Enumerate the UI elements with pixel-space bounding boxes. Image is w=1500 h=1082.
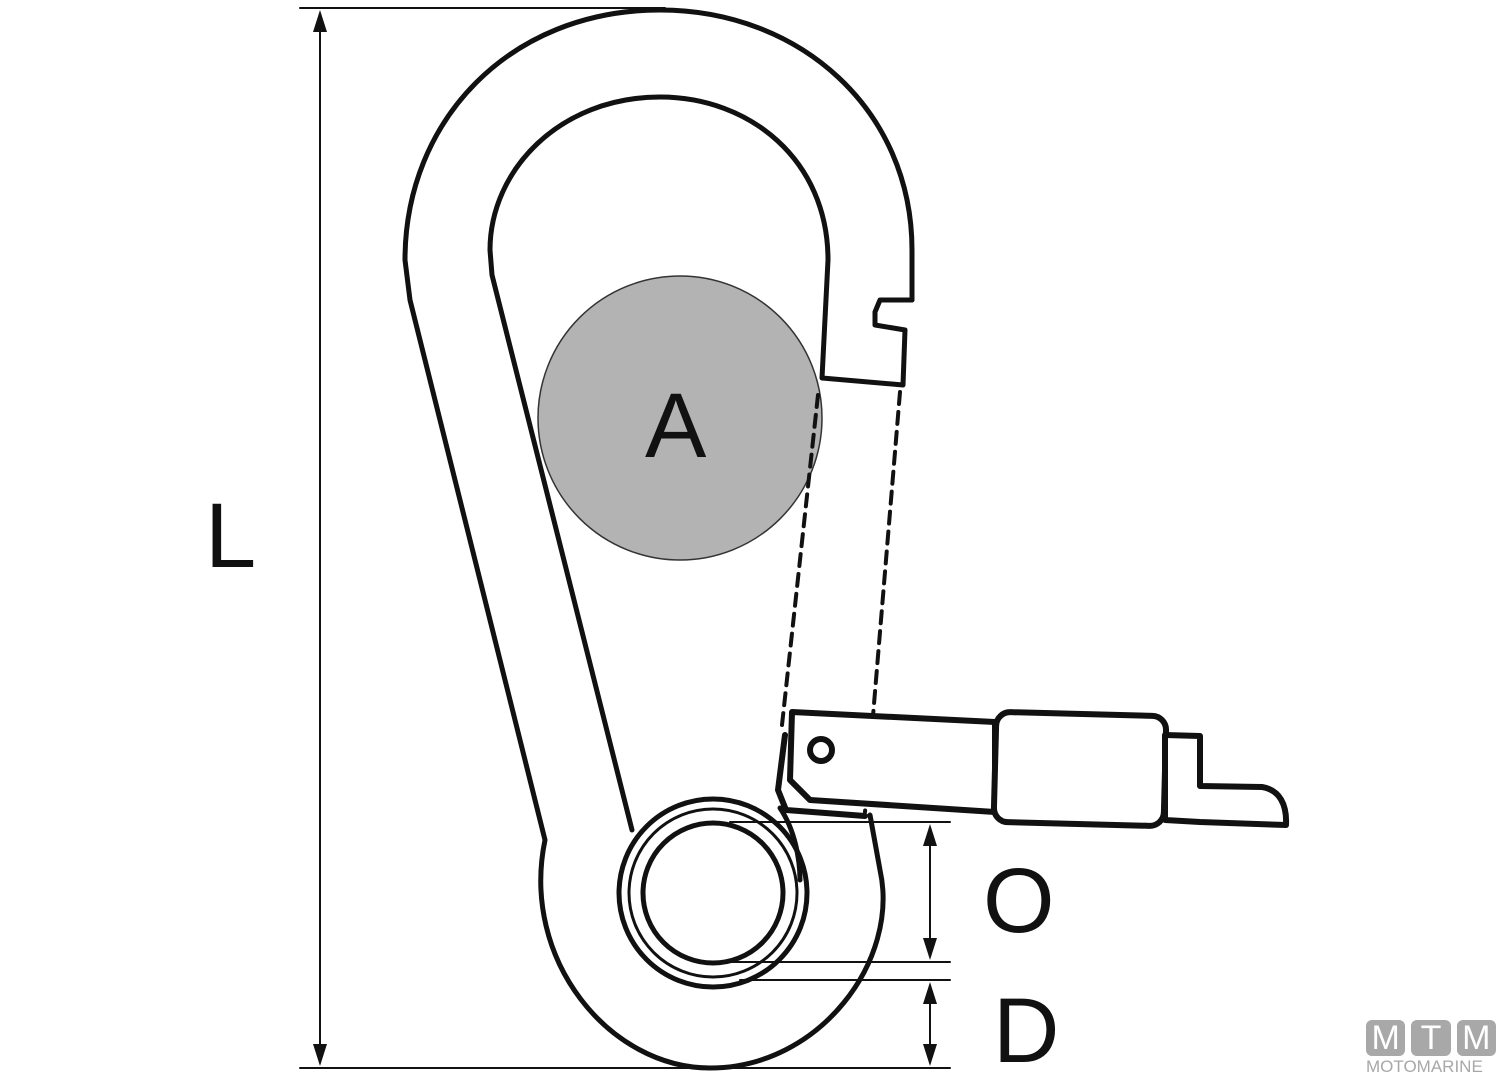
eye-ring-inner [640, 820, 786, 966]
logo-letter: T [1411, 1020, 1451, 1056]
motomarine-logo: M T M MOTOMARINE [1366, 1020, 1496, 1077]
gate-opening-circle [537, 275, 823, 561]
eye-ring-mid [627, 807, 799, 979]
label-d: D [993, 980, 1060, 1082]
gate-sleeve [990, 709, 1170, 829]
label-l: L [205, 485, 257, 587]
carabiner-notch [819, 257, 915, 388]
gate [787, 709, 998, 815]
carabiner-inner-outline [487, 94, 831, 833]
logo-name: MOTOMARINE [1366, 1057, 1483, 1076]
logo-letter: M [1366, 1020, 1406, 1056]
eye-ring-outer [616, 796, 810, 990]
gate-hinge [775, 732, 868, 819]
label-o: O [983, 850, 1055, 952]
dimension-arrowheads [313, 10, 937, 1066]
logo-letter: M [1456, 1020, 1496, 1056]
label-a: A [645, 375, 707, 477]
gate-rivet [807, 736, 835, 764]
gate-tip [1162, 732, 1290, 828]
carabiner-outer-outline [402, 7, 915, 1071]
